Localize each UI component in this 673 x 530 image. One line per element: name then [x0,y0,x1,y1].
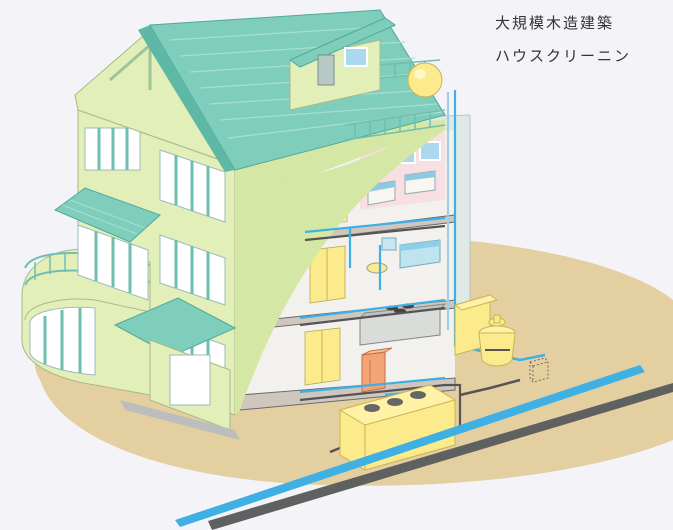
bed-icon [404,170,436,195]
caption-line-2: ハウスクリーニン [495,47,632,65]
sewer-pipe-icon [208,383,673,530]
window-icon [84,127,141,171]
caption-line-1: 大規模木造建築 [495,14,615,32]
awning [53,187,161,301]
underground-tank-icon [338,384,457,471]
window-icon [159,234,226,306]
bed-icon [367,180,396,206]
valve-box-icon [529,357,549,383]
interior-cutaway [239,130,456,411]
window-icon [159,149,226,223]
bathtub-icon [399,239,441,269]
water-heater-icon [361,347,393,393]
water-tank-icon [407,62,443,98]
window-icon [77,224,149,301]
rooftop-annex [288,17,446,141]
window-icon [29,306,96,376]
entrance-porch [113,297,240,440]
cooling-tower-icon [478,314,516,367]
water-main-pipe-icon [175,365,645,527]
curved-balcony [21,248,151,396]
